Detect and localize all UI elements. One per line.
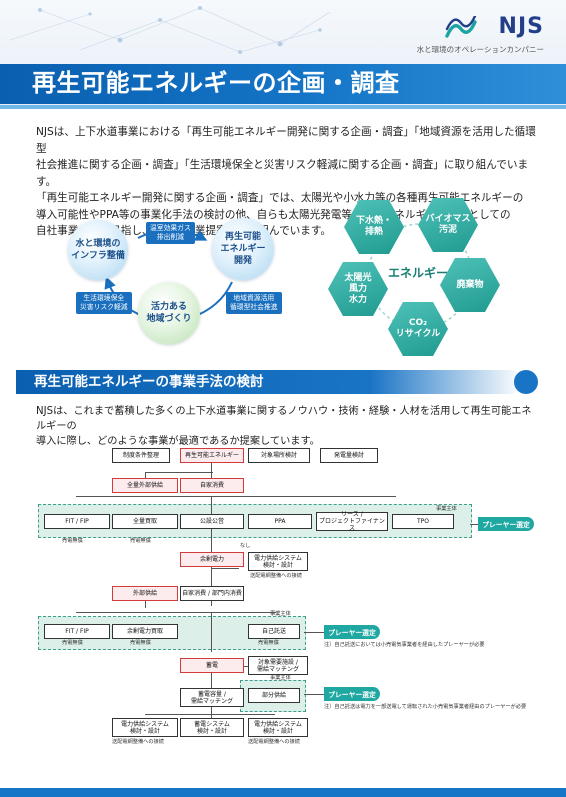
flow-note: 売電無償 (62, 538, 83, 544)
section-intro: NJSは、これまで蓄積した多くの上下水道事業に関するノウハウ・技術・経験・人材を… (36, 404, 536, 449)
flow-box-fit-fip: FIT / FIP (44, 514, 110, 529)
energy-hex-co2-recycle: CO₂ リサイクル (388, 302, 448, 356)
footer-bar (0, 788, 566, 797)
flow-note: 送配電網整備への接続 (248, 739, 300, 745)
flow-box-lease: リース / プロジェクトファイナンス (316, 511, 388, 532)
flow-box-fit-fip-2: FIT / FIP (44, 624, 110, 639)
flow-box-surplus: 余剰電力 (180, 552, 244, 567)
player-selection-2: プレーヤー選定 (324, 625, 380, 639)
cycle-tag-ghg: 温室効果ガス 排出削減 (146, 222, 195, 244)
flow-note: 送配電網整備への接続 (112, 739, 164, 745)
flow-line (145, 714, 275, 715)
energy-hex-label: 下水熱・ 排熱 (355, 216, 392, 237)
flow-band-label: 事業主体 (270, 675, 291, 681)
player-selection-1: プレーヤー選定 (478, 517, 534, 531)
flow-note: 注）自己託送においては小売電気事業者を経由したプレーヤーが必要 (324, 642, 485, 648)
flow-box-storage: 蓄電 (180, 658, 244, 673)
section-title: 再生可能エネルギーの事業手法の検討 (34, 374, 264, 390)
logo-text: NJS (498, 14, 544, 39)
title-underline (0, 105, 566, 109)
flow-line (304, 632, 324, 633)
energy-hex-biomass: バイオマス 汚泥 (418, 198, 478, 252)
flow-box-internal-consumption: 自家消費 / 部門内消費 (180, 586, 244, 601)
title-bar (0, 64, 566, 104)
page-title: 再生可能エネルギーの企画・調査 (32, 69, 400, 97)
flow-band-label: 事業主体 (270, 611, 291, 617)
flow-note: なし (240, 543, 251, 549)
flow-note: 送配電網整備への接続 (250, 573, 302, 579)
flow-box-supply-system: 電力供給システム 検討・設計 (248, 552, 308, 571)
flow-note: 売電無償 (130, 538, 151, 544)
flow-line (211, 612, 212, 652)
flow-line (211, 458, 212, 484)
flow-box-surplus-purchase: 余剰電力買取 (112, 624, 178, 639)
flow-box-conditions: 制度条件整理 (112, 448, 170, 463)
energy-hex-waste: 廃棄物 (440, 258, 500, 312)
section-intro-line: NJSは、これまで蓄積した多くの上下水道事業に関するノウハウ・技術・経験・人材を… (36, 406, 532, 432)
company-logo: NJS 水と環境のオペレーションカンパニー (364, 14, 544, 58)
header-pattern (9, 6, 331, 54)
business-method-flowchart: 事業主体 事業主体 事業主体 制度条件整理 再生可能エネルギー 対象場所検討 発… (0, 440, 566, 790)
cycle-circle-community: 活力ある 地域づくり (138, 282, 200, 344)
flow-line (76, 612, 276, 613)
flow-box-full-purchase: 全量買取 (112, 514, 178, 529)
section-header-bar (16, 370, 522, 394)
energy-hex-solar-wind-hydro: 太陽光 風力 水力 (328, 262, 388, 316)
flow-line (145, 472, 213, 473)
cycle-tag-environment: 生活環境保全 災害リスク軽減 (76, 292, 132, 314)
cycle-circle-label: 水と環境の インフラ整備 (71, 239, 125, 261)
flow-box-self-wheeling: 自己託送 (248, 624, 300, 639)
flow-note: 売電無償 (130, 640, 151, 646)
flow-band-label: 事業主体 (436, 506, 457, 512)
flow-box-full-supply: 全量外部供給 (112, 478, 178, 493)
flow-line (211, 568, 239, 569)
cycle-circle-label: 活力ある 地域づくり (146, 302, 192, 324)
flow-note: 売電無償 (62, 640, 83, 646)
flow-line (145, 596, 146, 608)
flow-box-self-consumption: 自家消費 (180, 478, 244, 493)
intro-line: NJSは、上下水道事業における「再生可能エネルギー開発に関する企画・調査」「地域… (36, 126, 536, 155)
energy-hex-label: バイオマス 汚泥 (425, 214, 471, 235)
flow-line (76, 496, 396, 497)
flow-box-public: 公設公営 (180, 514, 244, 529)
player-selection-3: プレーヤー選定 (324, 687, 380, 701)
energy-hex-label: 廃棄物 (456, 279, 484, 290)
cycle-circle-label: 再生可能 エネルギー 開発 (220, 232, 266, 266)
flow-note: 注）自己託送は電力を一部送電して運転された小売電気事業者経由のプレーヤーが必要 (324, 704, 527, 710)
flow-box-generation: 発電量検討 (320, 448, 378, 463)
energy-hex-label: 太陽光 風力 水力 (344, 272, 372, 305)
flow-box-renewable: 再生可能エネルギー (180, 448, 244, 463)
flow-box-external-supply: 外部供給 (112, 586, 178, 601)
section-header-dot (514, 370, 538, 394)
njs-logo-icon (445, 16, 477, 38)
flow-box-bottom-supply-2: 電力供給システム 検討・設計 (248, 718, 308, 737)
flow-line (304, 694, 324, 695)
flow-line (211, 496, 212, 606)
intro-line: 「再生可能エネルギー開発に関する企画・調査」では、太陽光や小水力等の各種再生可能… (36, 192, 524, 204)
section-intro-line: 導入に際し、どのような事業が最適であるか提案しています。 (36, 436, 320, 447)
flow-box-partial-supply: 部分供給 (248, 688, 300, 703)
energy-hex-sewage-heat: 下水熱・ 排熱 (344, 200, 404, 254)
flow-box-tpo: TPO (392, 514, 454, 529)
energy-hex-label: CO₂ リサイクル (395, 318, 441, 339)
cycle-tag-resources: 地域資源活用 循環型社会推進 (226, 292, 282, 314)
flow-box-storage-capacity: 蓄電容量 / 需給マッチング (180, 688, 244, 707)
logo-tagline: 水と環境のオペレーションカンパニー (416, 45, 544, 54)
cycle-circle-renewable: 再生可能 エネルギー 開発 (212, 218, 274, 280)
flow-box-bottom-storage: 蓄電システム 検討・設計 (180, 718, 244, 737)
flow-box-demand-matching: 対象需要施設 / 需給マッチング (248, 656, 308, 675)
cycle-circle-infrastructure: 水と環境の インフラ整備 (68, 220, 128, 280)
flow-note: 売電無償 (258, 640, 279, 646)
energy-center-label: エネルギー (388, 266, 449, 280)
flow-box-bottom-supply-1: 電力供給システム 検討・設計 (112, 718, 178, 737)
flow-box-site: 対象場所検討 (248, 448, 310, 463)
intro-line: 社会推進に関する企画・調査」「生活環境保全と災害リスク軽減に関する企画・調査」に… (36, 159, 529, 188)
flow-box-ppa: PPA (248, 514, 312, 529)
flow-line (470, 524, 478, 525)
